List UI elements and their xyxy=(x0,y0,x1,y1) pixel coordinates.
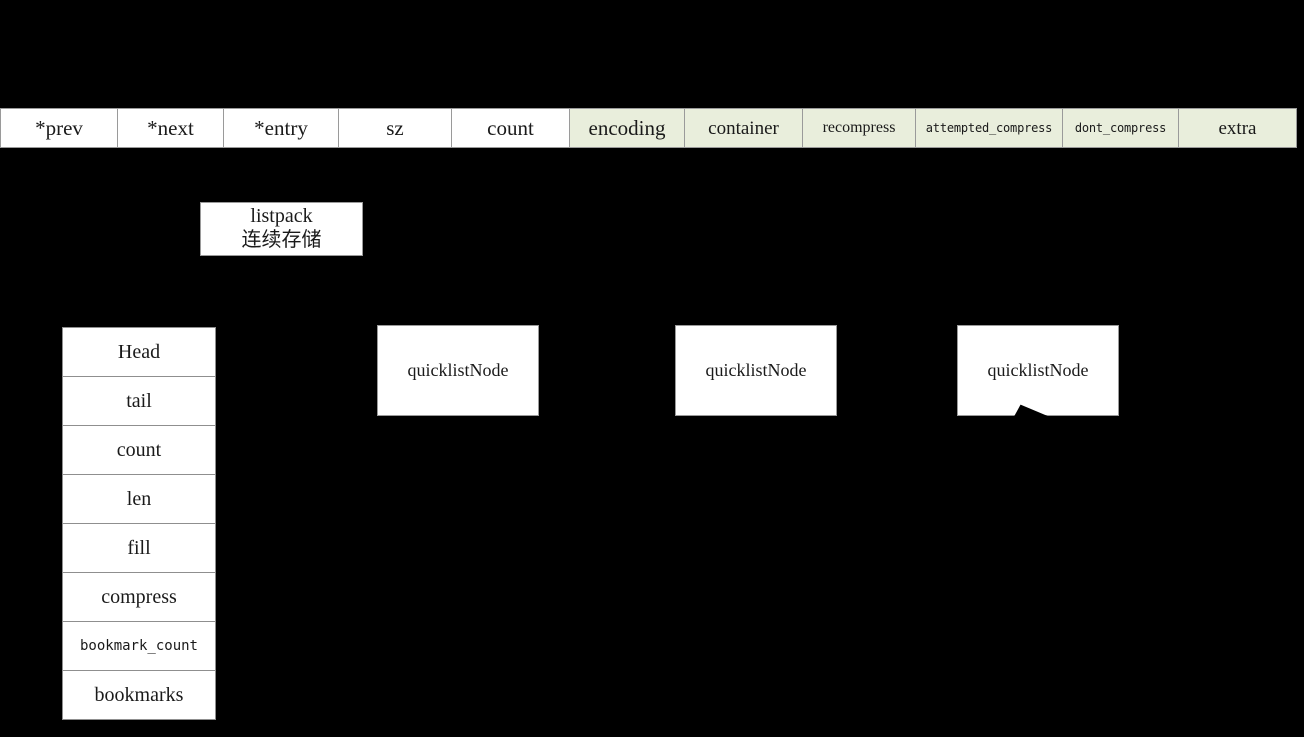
listpack-title: listpack xyxy=(250,205,313,228)
quicklist-row-label: count xyxy=(116,438,162,461)
quicklist-row-tail: tail xyxy=(62,376,216,426)
listpack-note-box: listpack 连续存储 xyxy=(200,202,363,256)
field-label: extra xyxy=(1218,117,1257,139)
field-label: dont_compress xyxy=(1074,121,1167,135)
field-label: encoding xyxy=(588,115,666,140)
quicklist-row-bookmark-count: bookmark_count xyxy=(62,621,216,671)
quicklistnode-label: quicklistNode xyxy=(705,360,807,380)
field-cell-encoding: encoding xyxy=(569,108,685,148)
quicklistnode-box-2: quicklistNode xyxy=(675,325,837,416)
quicklist-row-label: len xyxy=(126,487,152,510)
quicklist-row-label: Head xyxy=(117,340,161,363)
field-cell-prev: *prev xyxy=(0,108,118,148)
quicklist-row-label: fill xyxy=(127,536,151,559)
field-cell-container: container xyxy=(684,108,803,148)
quicklist-row-fill: fill xyxy=(62,523,216,573)
quicklist-row-bookmarks: bookmarks xyxy=(62,670,216,720)
field-label: container xyxy=(708,117,779,139)
field-cell-entry: *entry xyxy=(223,108,339,148)
quicklistnode-label: quicklistNode xyxy=(987,360,1089,380)
field-label: sz xyxy=(386,115,404,140)
field-label: *entry xyxy=(254,115,308,140)
field-cell-attempted-compress: attempted_compress xyxy=(915,108,1063,148)
mouse-pointer-icon xyxy=(1011,402,1050,420)
quicklist-row-len: len xyxy=(62,474,216,524)
field-label: *prev xyxy=(35,115,83,140)
field-label: *next xyxy=(147,115,194,140)
field-cell-dont-compress: dont_compress xyxy=(1062,108,1179,148)
quicklist-row-label: bookmarks xyxy=(94,683,184,706)
quicklist-row-label: tail xyxy=(126,389,152,412)
field-cell-extra: extra xyxy=(1178,108,1297,148)
listpack-subtitle: 连续存储 xyxy=(241,229,322,251)
quicklist-row-label: bookmark_count xyxy=(79,638,198,654)
quicklist-struct-column: Head tail count len fill compress bookma… xyxy=(62,327,216,720)
field-cell-sz: sz xyxy=(338,108,452,148)
quicklist-row-head: Head xyxy=(62,327,216,377)
field-cell-next: *next xyxy=(117,108,224,148)
field-label: attempted_compress xyxy=(925,121,1053,135)
field-label: count xyxy=(487,115,534,140)
field-cell-recompress: recompress xyxy=(802,108,916,148)
quicklistnode-box-1: quicklistNode xyxy=(377,325,539,416)
quicklistnode-label: quicklistNode xyxy=(407,360,509,380)
field-label: recompress xyxy=(822,119,896,136)
quicklistnode-box-3: quicklistNode xyxy=(957,325,1119,416)
quicklist-row-compress: compress xyxy=(62,572,216,622)
quicklistnode-field-bar: *prev *next *entry sz count encoding con… xyxy=(0,108,1297,148)
quicklist-row-label: compress xyxy=(101,585,177,608)
field-cell-count: count xyxy=(451,108,570,148)
quicklist-row-count: count xyxy=(62,425,216,475)
